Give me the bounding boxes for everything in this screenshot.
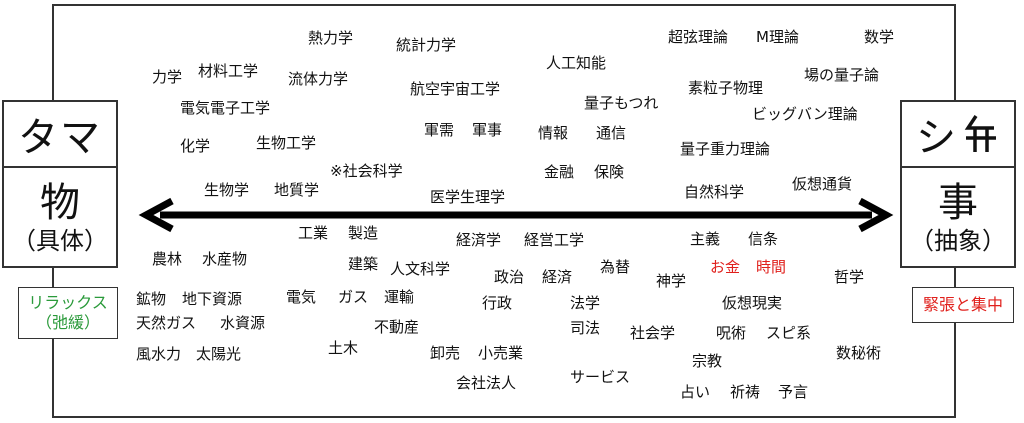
term: 信条: [748, 230, 779, 248]
term: 仮想現実: [722, 294, 783, 312]
term: 軍事: [472, 121, 503, 139]
term: 鉱物: [136, 290, 167, 308]
term: 電気電子工学: [180, 99, 271, 117]
term: 経営工学: [524, 231, 585, 249]
term: 自然科学: [684, 183, 745, 201]
term: ※社会科学: [330, 162, 403, 180]
term: 電気: [286, 288, 317, 306]
right-panel-main: 事 （抽象）: [902, 168, 1014, 268]
right-panel-top-label: シ: [902, 102, 1014, 168]
left-panel-sub-label: （具体）: [12, 227, 108, 255]
left-note-line2: （弛緩）: [35, 313, 100, 332]
term: 量子重力理論: [680, 140, 771, 158]
term: 社会学: [630, 324, 676, 342]
term: 予言: [778, 383, 809, 401]
right-panel-glyph-icon: [962, 114, 1000, 154]
term: 祈祷: [730, 383, 761, 401]
term: 製造: [348, 224, 379, 242]
term: 人文科学: [390, 260, 451, 278]
term: 超弦理論: [668, 28, 729, 46]
term: 工業: [298, 224, 329, 242]
term: 水産物: [202, 250, 248, 268]
term: 地下資源: [182, 290, 243, 308]
term: 地質学: [274, 181, 320, 199]
term: 軍需: [424, 121, 455, 139]
term: 経済学: [456, 231, 502, 249]
term: 材料工学: [198, 62, 259, 80]
term: 情報: [538, 124, 569, 142]
left-panel-main-label: 物: [40, 180, 80, 226]
term: 場の量子論: [804, 66, 880, 84]
term: 司法: [570, 319, 601, 337]
left-note: リラックス （弛緩）: [18, 287, 118, 339]
term: 呪術: [716, 324, 747, 342]
term: 政治: [494, 268, 525, 286]
left-panel: タマ 物 （具体）: [2, 100, 118, 268]
left-panel-main: 物 （具体）: [4, 168, 116, 268]
term-highlight: お金: [710, 258, 741, 276]
term-highlight: 時間: [756, 258, 787, 276]
term: 化学: [180, 137, 211, 155]
term: 保険: [594, 163, 625, 181]
term: 生物工学: [256, 134, 317, 152]
term: 熱力学: [308, 29, 354, 47]
left-note-line1: リラックス: [28, 293, 108, 312]
right-note: 緊張と集中: [912, 287, 1014, 323]
term: 太陽光: [196, 345, 242, 363]
term: 建築: [348, 255, 379, 273]
term: 生物学: [204, 181, 250, 199]
term: 数秘術: [836, 344, 882, 362]
term: ガス: [338, 288, 369, 306]
term: 宗教: [692, 352, 723, 370]
right-panel-sub-label: （抽象）: [910, 227, 1006, 255]
term: 量子もつれ: [584, 94, 659, 112]
right-panel-main-label: 事: [938, 180, 978, 226]
right-panel: シ 事 （抽象）: [900, 100, 1016, 268]
term: 風水力: [136, 345, 182, 363]
term: 経済: [542, 268, 573, 286]
term: ビッグバン理論: [752, 105, 858, 123]
term: 素粒子物理: [688, 79, 764, 97]
term: スピ系: [766, 324, 812, 342]
term: 統計力学: [396, 36, 457, 54]
term: M理論: [756, 28, 799, 46]
term: 行政: [482, 294, 513, 312]
term: 金融: [544, 163, 575, 181]
term: 天然ガス: [136, 314, 197, 332]
term: 運輸: [384, 288, 415, 306]
diagram-frame: [52, 4, 956, 418]
term: 医学生理学: [430, 188, 506, 206]
term: 卸売: [430, 344, 461, 362]
term: 小売業: [478, 344, 524, 362]
term: サービス: [570, 368, 631, 386]
term: 通信: [596, 124, 627, 142]
term: 土木: [328, 339, 359, 357]
term: 航空宇宙工学: [410, 80, 501, 98]
term: 神学: [656, 272, 687, 290]
left-panel-top-label: タマ: [4, 102, 116, 168]
term: 哲学: [834, 268, 865, 286]
term: 力学: [152, 68, 183, 86]
term: 仮想通貨: [792, 175, 853, 193]
right-note-line1: 緊張と集中: [922, 295, 1003, 314]
term: 流体力学: [288, 70, 349, 88]
term: 為替: [600, 258, 631, 276]
term: 法学: [570, 294, 601, 312]
term: 農林: [152, 250, 183, 268]
term: 不動産: [374, 318, 420, 336]
term: 占い: [680, 383, 711, 401]
term: 数学: [864, 28, 895, 46]
term: 水資源: [220, 314, 266, 332]
term: 人工知能: [546, 54, 607, 72]
term: 主義: [690, 230, 721, 248]
term: 会社法人: [456, 374, 517, 392]
